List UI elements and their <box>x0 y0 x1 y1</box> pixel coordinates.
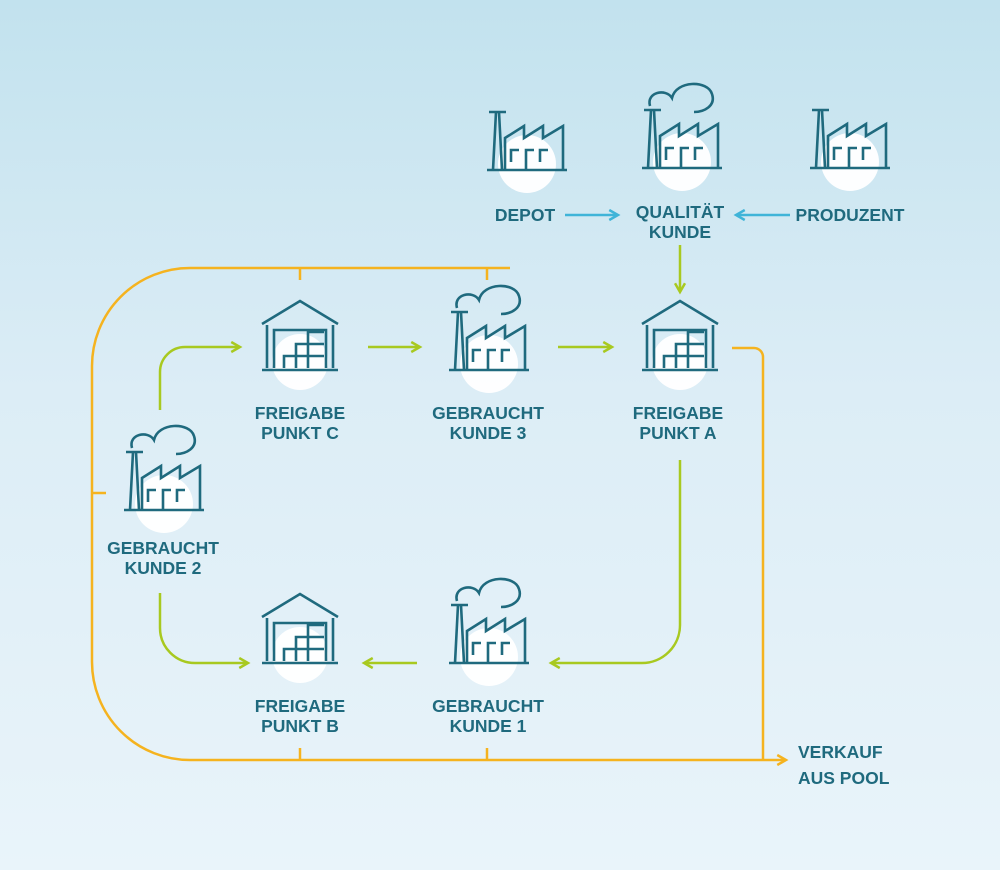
factory-cloud-icon <box>124 426 204 533</box>
node-label: GEBRAUCHT <box>432 403 544 423</box>
node-freigabe-punkt-c: FREIGABE PUNKT C <box>255 299 345 443</box>
warehouse-icon <box>260 299 340 392</box>
node-label: PUNKT B <box>261 716 339 736</box>
warehouse-icon <box>640 299 720 392</box>
node-label: FREIGABE <box>633 403 723 423</box>
node-label: KUNDE 3 <box>450 423 527 443</box>
node-depot: DEPOT <box>485 110 569 225</box>
node-label: KUNDE 1 <box>450 716 527 736</box>
node-label: AUS POOL <box>798 768 890 788</box>
node-label: VERKAUF <box>798 742 883 762</box>
node-label: GEBRAUCHT <box>432 696 544 716</box>
node-freigabe-punkt-a: FREIGABE PUNKT A <box>633 299 723 443</box>
node-label: PRODUZENT <box>796 205 905 225</box>
node-label: DEPOT <box>495 205 556 225</box>
node-gebraucht-kunde-2: GEBRAUCHT KUNDE 2 <box>107 426 219 578</box>
node-qualitaet-kunde: QUALITÄT KUNDE <box>636 84 725 242</box>
node-gebraucht-kunde-3: GEBRAUCHT KUNDE 3 <box>432 286 544 443</box>
node-label: KUNDE 2 <box>125 558 202 578</box>
node-label: FREIGABE <box>255 696 345 716</box>
node-label: PUNKT A <box>639 423 716 443</box>
node-produzent: PRODUZENT <box>796 108 905 225</box>
node-label: QUALITÄT <box>636 202 725 222</box>
warehouse-icon <box>260 592 340 685</box>
node-label: PUNKT C <box>261 423 339 443</box>
node-label: KUNDE <box>649 222 711 242</box>
factory-cloud-icon <box>449 286 529 393</box>
factory-cloud-icon <box>449 579 529 686</box>
node-label: GEBRAUCHT <box>107 538 219 558</box>
factory-icon <box>485 110 569 195</box>
node-gebraucht-kunde-1: GEBRAUCHT KUNDE 1 <box>432 579 544 736</box>
node-label: FREIGABE <box>255 403 345 423</box>
factory-cloud-icon <box>642 84 722 191</box>
node-freigabe-punkt-b: FREIGABE PUNKT B <box>255 592 345 736</box>
green-flow-arrows <box>158 245 687 670</box>
orange-pool-loop <box>90 266 789 767</box>
node-verkauf-aus-pool: VERKAUF AUS POOL <box>798 742 890 788</box>
factory-icon <box>808 108 892 193</box>
